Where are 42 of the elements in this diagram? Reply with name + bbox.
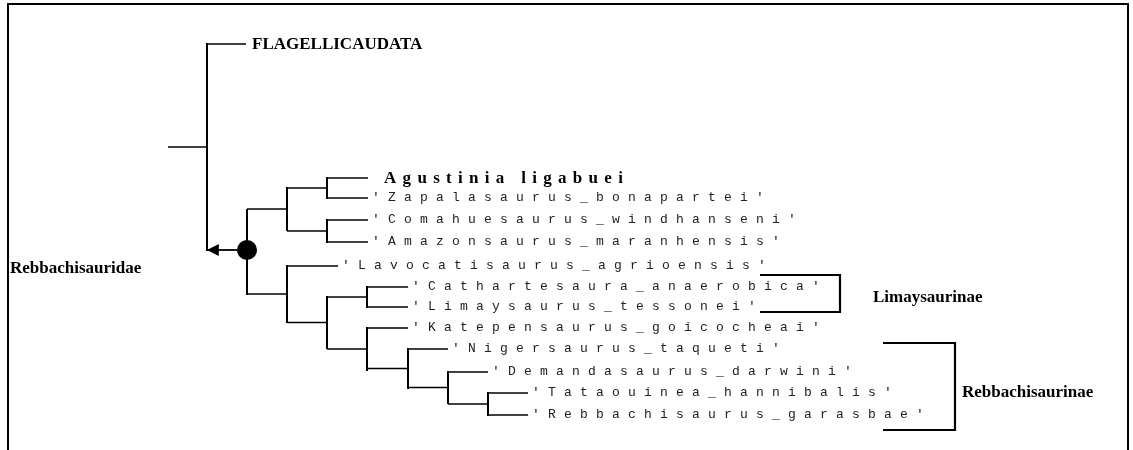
- taxon-label: 'Tataouinea_hannibalis': [528, 385, 901, 401]
- branch-line: [366, 286, 409, 288]
- branch-line: [246, 293, 288, 295]
- branch-line: [487, 392, 529, 394]
- branch-line: [167, 146, 208, 148]
- clade-label: Rebbachisauridae: [10, 258, 142, 278]
- branch-line: [366, 327, 409, 329]
- taxon-label: 'Zapalasaurus_bonapartei': [368, 190, 773, 206]
- branch-line: [447, 403, 489, 405]
- clade-label: Limaysaurinae: [873, 287, 983, 307]
- branch-line: [366, 306, 409, 308]
- branch-line: [326, 296, 368, 298]
- branch-line: [286, 265, 339, 267]
- branch-line: [407, 386, 449, 389]
- taxon-label: 'Rebbachisaurus_garasbae': [528, 407, 933, 423]
- branch-line: [286, 230, 328, 232]
- clade-label: FLAGELLICAUDATA: [246, 34, 423, 54]
- branch-line: [326, 197, 369, 199]
- arrow: [206, 244, 238, 256]
- branch-line: [487, 414, 529, 416]
- branch-line: [206, 43, 247, 45]
- taxon-label: 'Amazonsaurus_maranhensis': [368, 234, 789, 250]
- branch-line: [447, 371, 489, 373]
- branch-line: [246, 208, 288, 210]
- branch-line: [326, 348, 368, 350]
- taxon-label: 'Limaysaurus_tessonei': [408, 299, 765, 315]
- branch-line: [326, 177, 369, 179]
- branch-line: [326, 219, 369, 221]
- branch-line: [286, 187, 328, 189]
- taxon-label: 'Cathartesaura_anaerobica': [408, 279, 829, 295]
- clade-label: Rebbachisaurinae: [962, 382, 1094, 402]
- taxon-label: Agustinia ligabuei: [368, 168, 630, 188]
- taxon-label: 'Comahuesaurus_windhanseni': [368, 212, 805, 228]
- branch-line: [286, 321, 328, 324]
- branch-line: [366, 367, 409, 370]
- taxon-label: 'Lavocatisaurus_agrioensis': [338, 258, 775, 274]
- branch-line: [407, 348, 449, 350]
- taxon-label: 'Nigersaurus_taqueti': [448, 341, 789, 357]
- node-dot: [237, 240, 257, 260]
- branch-line: [326, 241, 369, 243]
- taxon-label: 'Demandasaurus_darwini': [488, 364, 861, 380]
- taxon-label: 'Katepensaurus_goicocheai': [408, 320, 829, 336]
